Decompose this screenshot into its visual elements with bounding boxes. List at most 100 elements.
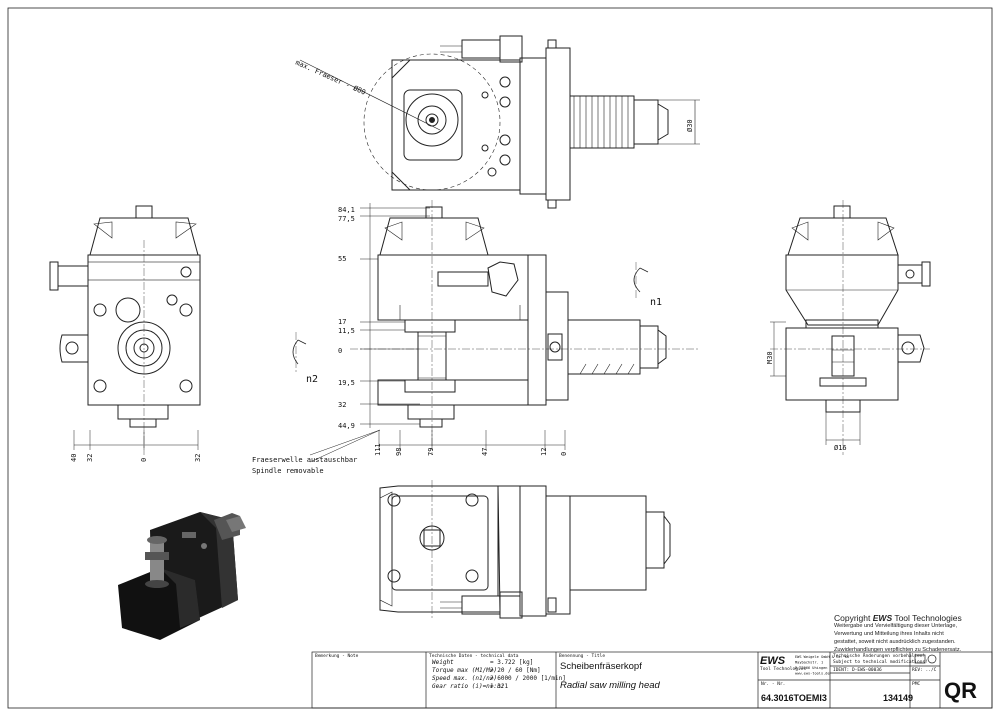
part-number: 64.3016TOEMI3 xyxy=(761,693,827,703)
left-key xyxy=(59,334,89,363)
bottom-bolt xyxy=(387,493,401,507)
left-bolt xyxy=(93,303,107,317)
horizontal-dim-label: 40 xyxy=(70,454,78,462)
copyright-notice: Copyright EWS Tool Technologies Weiterga… xyxy=(834,614,992,654)
bottom-bolt xyxy=(465,569,479,583)
right-coolant-fitting xyxy=(897,264,923,284)
tech-row-value: = 3:1 xyxy=(490,683,508,690)
saw-flange xyxy=(405,93,459,147)
rotation-label-n2: n2 xyxy=(306,374,318,385)
title-de: Scheibenfräserkopf xyxy=(560,661,642,672)
front-view xyxy=(309,200,700,463)
iso-spindle xyxy=(150,540,164,584)
right-view xyxy=(770,200,931,455)
horizontal-dim-label: 111 xyxy=(374,443,382,456)
vertical-dim-label: 32 xyxy=(338,401,346,409)
vdi-shank xyxy=(569,95,635,149)
name-label: Benennung - Title xyxy=(559,653,605,659)
front-coolant-fitting xyxy=(437,271,489,287)
company-line: EWS Weigele GmbH & Co. KG xyxy=(795,655,849,659)
horizontal-dim-label: 0 xyxy=(560,452,568,456)
tech-row-value: = 20 / 60 [Nm] xyxy=(490,667,541,674)
isometric-view xyxy=(118,512,246,640)
left-bolt xyxy=(179,379,193,393)
change-note-de: Technische Änderungen vorbehalten! xyxy=(833,652,925,659)
right-lower-body xyxy=(785,327,899,401)
tech-row-value: = 3.722 [kg] xyxy=(490,659,533,666)
front-vdi-shank xyxy=(567,319,641,375)
bottom-view xyxy=(379,480,671,620)
vertical-dim-label: 11,5 xyxy=(338,327,355,335)
vertical-dim-label: 0 xyxy=(338,347,342,355)
vertical-dim-label: 84,1 xyxy=(338,206,355,214)
tech-row-label: Torque max (M1/M2) xyxy=(432,667,497,674)
screw-hole xyxy=(481,91,489,99)
bottom-bolt xyxy=(387,569,401,583)
leader-line xyxy=(299,59,441,131)
copyright-line: Verwertung und Mitteilung ihres Inhalts … xyxy=(834,631,944,637)
rotation-label-n1: n1 xyxy=(650,297,662,308)
horizontal-dim-label: 12 xyxy=(540,448,548,456)
tech-data-rows: Weight = 3.722 [kg]Torque max (M1/M2)= 20… xyxy=(432,659,566,690)
code-number: 134149 xyxy=(883,693,913,703)
title-en: Radial saw milling head xyxy=(560,680,661,691)
right-thread-dim: M30 xyxy=(766,351,774,364)
coolant-fitting xyxy=(461,39,501,59)
company-line: www.ews-tools.de xyxy=(795,672,830,676)
screw-hole xyxy=(481,144,489,152)
copyright-line: Weitergabe und Vervielfältigung dieser U… xyxy=(834,623,958,629)
vertical-dim-label: 19,5 xyxy=(338,379,355,387)
qr-badge: QR xyxy=(944,678,977,703)
top-pocket xyxy=(403,89,463,161)
horizontal-dim-label: 98 xyxy=(395,448,403,456)
company-line: Maybachstr. 1 xyxy=(795,661,823,665)
tech-row-value: = 6000 / 2000 [1/min] xyxy=(490,675,566,682)
top-flange xyxy=(519,57,547,195)
rotation-arrow-n1 xyxy=(633,267,649,293)
left-view xyxy=(49,205,307,455)
left-bolt xyxy=(93,379,107,393)
horizontal-dim-label: 32 xyxy=(86,454,94,462)
bottom-flange xyxy=(519,485,547,617)
saw-flange-top xyxy=(404,319,456,333)
rotation-arrow-n2 xyxy=(292,339,307,365)
part-label: Nr. - Nr. xyxy=(761,681,785,687)
shank-serration xyxy=(573,96,629,148)
vertical-dim-label: 17 xyxy=(338,318,346,326)
horizontal-dim-label: 79 xyxy=(427,448,435,456)
company-address: EWS Weigele GmbH & Co. KG Maybachstr. 1D-… xyxy=(795,655,849,676)
spindle-note-en: Spindle removable xyxy=(252,467,324,475)
tech-row-label: Weight xyxy=(432,659,454,666)
change-note-en: Subject to technical modifications! xyxy=(833,659,928,665)
copyright-line: Zuwiderhandlungen verpflichten zu Schade… xyxy=(834,647,962,653)
top-view xyxy=(299,35,700,209)
top-view-annotation: max. Fraeser - Ø80 xyxy=(294,59,367,97)
horizontal-dim-label: 32 xyxy=(194,454,202,462)
front-flange xyxy=(545,291,569,401)
left-coolant-fitting xyxy=(57,265,89,287)
logo-sub: Tool Technologies xyxy=(760,666,806,672)
ews-logo: EWS Tool Technologies xyxy=(760,655,806,672)
spindle-note-leader xyxy=(309,429,381,463)
rev-field: REV: ../C xyxy=(912,667,937,673)
vertical-dim-label: 44,9 xyxy=(338,422,355,430)
tech-label: Technische Daten - technical data xyxy=(429,653,519,659)
code-label: PMC xyxy=(912,681,920,687)
left-view-horizontal-dims: 40 32 0 32 xyxy=(70,454,202,462)
remark-label: Bemerkung - Note xyxy=(315,653,359,659)
company-line: D-73066 Uhingen xyxy=(795,666,827,670)
copyright-title: Copyright EWS Tool Technologies xyxy=(834,613,962,623)
bottom-bolt xyxy=(465,493,479,507)
ident-field: IDENT: D-EWS-00036 xyxy=(833,667,882,673)
collet-nut xyxy=(633,99,659,145)
left-head xyxy=(89,217,199,256)
spindle-note-de: Fraeserwelle austauschbar xyxy=(252,456,357,464)
bottom-coolant-fitting xyxy=(461,595,501,615)
left-bolt xyxy=(179,303,193,317)
tech-row-label: Gear ratio (i)=n1:n2 xyxy=(432,683,505,690)
horizontal-dim-label: 0 xyxy=(140,458,148,462)
front-head xyxy=(379,217,489,256)
